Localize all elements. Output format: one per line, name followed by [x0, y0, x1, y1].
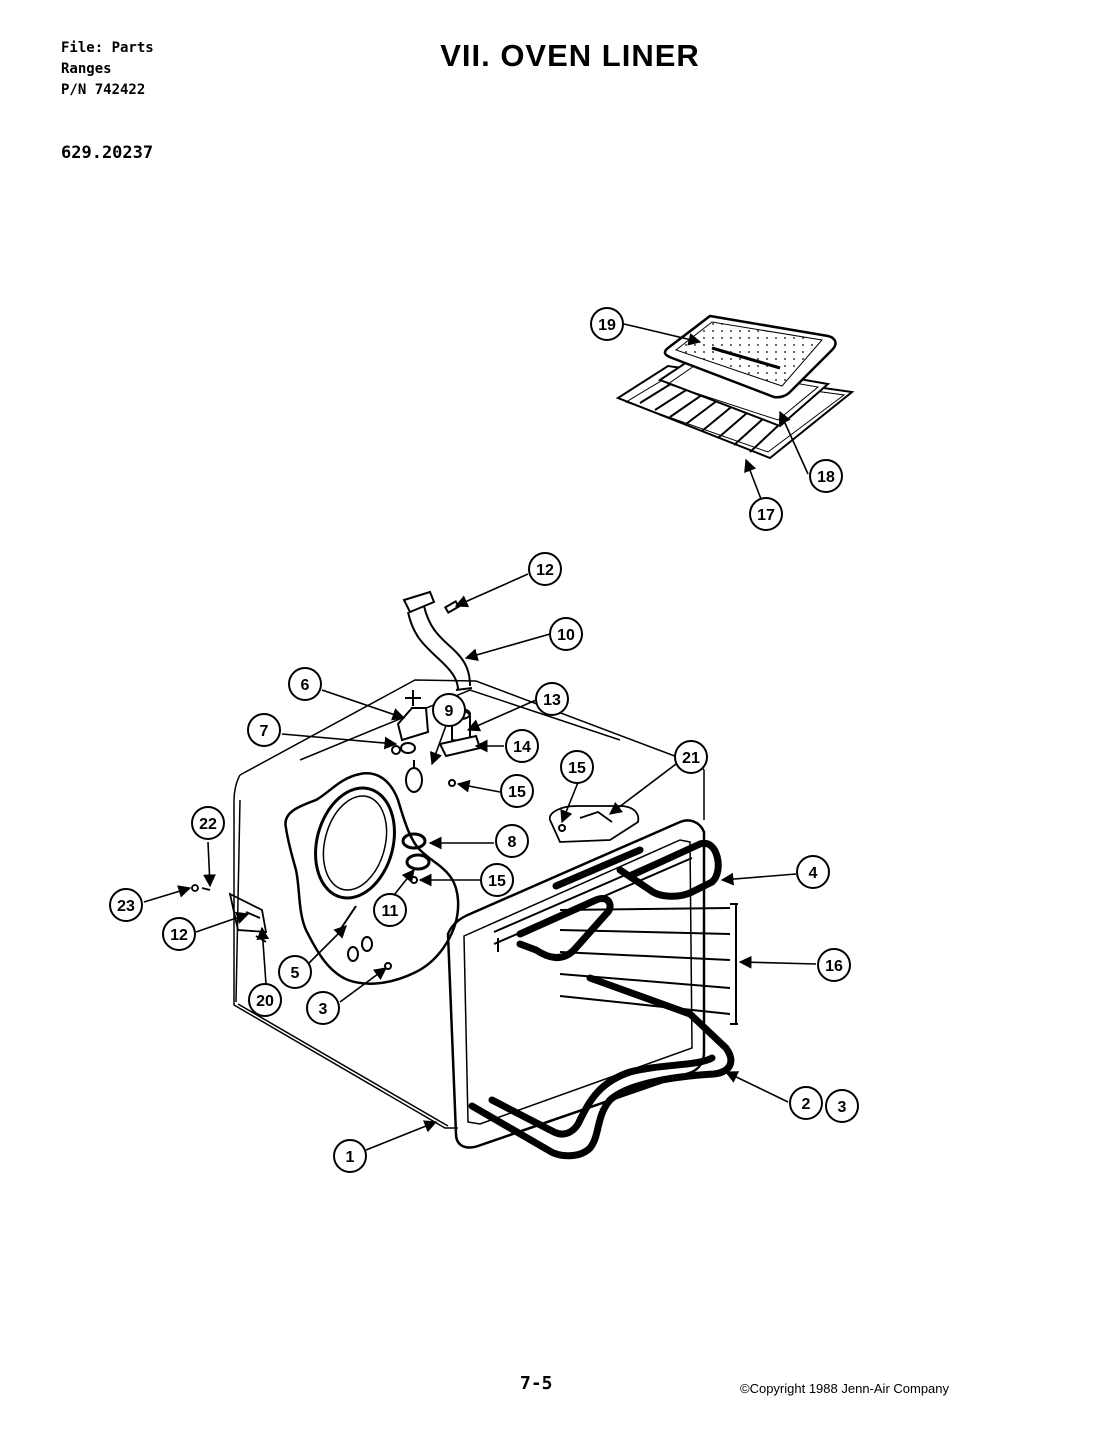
header-meta: File: Parts Ranges P/N 742422 — [61, 38, 154, 101]
callout-3-left: 3 — [306, 991, 340, 1025]
callout-15-right: 15 — [560, 750, 594, 784]
category-line: Ranges — [61, 61, 112, 77]
callout-20: 20 — [248, 983, 282, 1017]
callout-15-lower: 15 — [480, 863, 514, 897]
svg-text:22: 22 — [199, 816, 217, 833]
svg-text:11: 11 — [382, 903, 399, 920]
svg-text:7: 7 — [260, 723, 269, 740]
callout-11: 11 — [373, 893, 407, 927]
callout-14: 14 — [505, 729, 539, 763]
svg-text:12: 12 — [170, 927, 188, 944]
callout-6: 6 — [288, 667, 322, 701]
page-number: 7-5 — [520, 1373, 553, 1394]
copyright-notice: ©Copyright 1988 Jenn-Air Company — [740, 1381, 950, 1396]
model-number: 629.20237 — [61, 143, 154, 163]
svg-text:13: 13 — [543, 692, 561, 709]
svg-text:20: 20 — [256, 993, 274, 1010]
part-number-line: P/N 742422 — [61, 82, 146, 98]
bake-element — [468, 974, 735, 1160]
callout-17: 17 — [749, 497, 783, 531]
callout-21: 21 — [674, 740, 708, 774]
svg-text:23: 23 — [117, 898, 135, 915]
page-title: VII. OVEN LINER — [440, 38, 700, 73]
rack-rails — [493, 845, 738, 1025]
svg-text:15: 15 — [568, 760, 586, 777]
callout-8: 8 — [495, 824, 529, 858]
light-socket-parts — [339, 690, 566, 970]
svg-text:18: 18 — [817, 469, 835, 486]
svg-text:19: 19 — [598, 317, 616, 334]
callout-9: 9 — [432, 693, 466, 727]
svg-text:9: 9 — [445, 703, 454, 720]
svg-text:21: 21 — [682, 750, 700, 767]
callout-12-top: 12 — [528, 552, 562, 586]
svg-text:16: 16 — [825, 958, 843, 975]
callout-7: 7 — [247, 713, 281, 747]
svg-text:1: 1 — [346, 1149, 355, 1166]
callout-13: 13 — [535, 682, 569, 716]
leader-arrows — [143, 323, 817, 1151]
broil-element — [516, 839, 722, 961]
svg-text:3: 3 — [838, 1099, 847, 1116]
svg-text:2: 2 — [802, 1096, 811, 1113]
svg-text:8: 8 — [508, 834, 517, 851]
callout-1: 1 — [333, 1139, 367, 1173]
callout-23: 23 — [109, 888, 143, 922]
svg-text:3: 3 — [319, 1001, 328, 1018]
svg-text:6: 6 — [301, 677, 310, 694]
callout-22: 22 — [191, 806, 225, 840]
callouts: 19 18 17 12 10 6 9 13 7 14 15 15 21 22 8… — [109, 307, 859, 1173]
callout-2: 2 — [789, 1086, 823, 1120]
broiler-pan-assembly — [615, 314, 855, 460]
callout-16: 16 — [817, 948, 851, 982]
callout-15-upper: 15 — [500, 774, 534, 808]
svg-text:5: 5 — [291, 965, 300, 982]
svg-text:15: 15 — [508, 784, 526, 801]
callout-4: 4 — [796, 855, 830, 889]
callout-18: 18 — [809, 459, 843, 493]
svg-text:15: 15 — [488, 873, 506, 890]
svg-text:4: 4 — [809, 865, 818, 882]
svg-text:17: 17 — [757, 507, 775, 524]
brackets — [191, 805, 640, 943]
callout-12-left: 12 — [162, 917, 196, 951]
svg-text:10: 10 — [557, 627, 575, 644]
svg-text:14: 14 — [513, 739, 531, 756]
callout-5: 5 — [278, 955, 312, 989]
callout-10: 10 — [549, 617, 583, 651]
file-line: File: Parts — [61, 40, 154, 56]
vent-tube — [402, 590, 473, 691]
oven-light-window — [284, 772, 460, 985]
callout-3-right: 3 — [825, 1089, 859, 1123]
svg-text:12: 12 — [536, 562, 554, 579]
callout-19: 19 — [590, 307, 624, 341]
